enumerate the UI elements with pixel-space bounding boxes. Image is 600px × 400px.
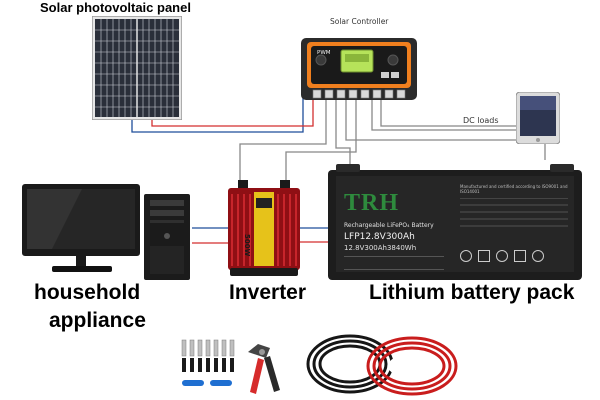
solar-panel-image [92,16,182,120]
battery-pack-label: Lithium battery pack [369,281,575,304]
solar-controller-image [301,38,417,100]
controller-to-inverter-wires [239,98,357,182]
inverter-image [228,180,300,276]
cable-coils-image [306,334,458,396]
certification-icon [460,250,472,262]
inverter-to-battery-wires [299,227,329,243]
battery-terminal-negative [336,164,360,172]
household-appliance-image [22,184,190,280]
warning-icon [496,250,508,262]
controller-mode-text: PWM [317,50,331,56]
battery-image: TRH Rechargeable LiFePO₄ Battery LFP12.8… [328,164,582,280]
connectors-and-crimper-image [181,339,280,394]
inverter-rating-text: 500W [243,234,251,257]
battery-model: LFP12.8V300Ah [344,232,415,242]
household-label-line1: household [34,281,141,304]
fire-icon [532,250,544,262]
inverter-to-appliance-wires [192,227,230,244]
dc-loads-label: DC loads [463,116,499,125]
battery-spec-table [344,256,444,270]
controller-label: Solar Controller [330,17,389,26]
battery-warnings-block [460,198,568,239]
battery-label-panel: TRH Rechargeable LiFePO₄ Battery LFP12.8… [336,176,574,272]
recycle-icon [478,250,490,262]
panel-to-controller-wires [131,98,314,133]
bin-icon [514,250,526,262]
solar-panel-label: Solar photovoltaic panel [40,0,191,15]
household-label-line2: appliance [49,309,146,332]
battery-spec-header: Manufactured and certified according to … [460,184,568,194]
battery-subtitle: Rechargeable LiFePO₄ Battery [344,222,434,229]
battery-capacity: 12.8V300Ah3840Wh [344,244,417,252]
controller-to-battery-wires [335,98,546,172]
inverter-label: Inverter [229,281,307,304]
battery-cert-icons [460,250,568,264]
tablet-image [516,92,560,144]
battery-brand-logo: TRH [344,190,400,216]
battery-terminal-positive [550,164,574,172]
